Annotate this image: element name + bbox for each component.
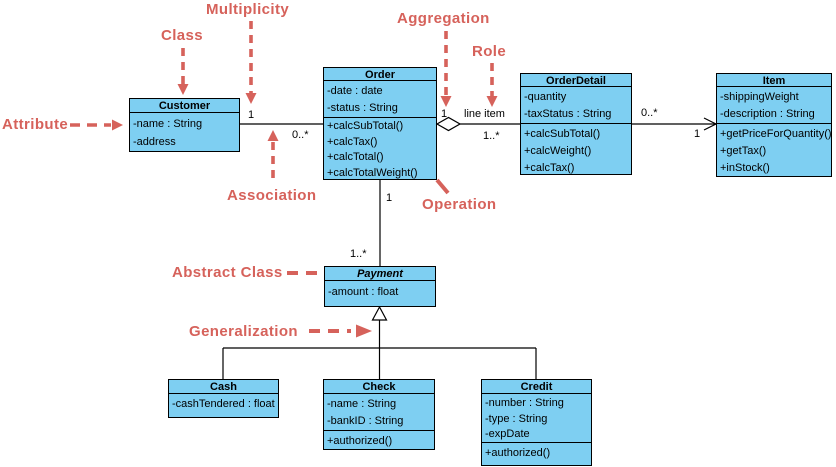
annotation-abstract-class: Abstract Class [172, 264, 283, 281]
customer-class-name: Customer [130, 99, 239, 113]
orderdetail-class-name: OrderDetail [521, 74, 631, 87]
operation-annotation-arrow [435, 178, 450, 195]
customer-order-multiplicity-1: 1 [248, 109, 255, 121]
operation-row: +calcWeight() [524, 145, 592, 157]
attribute-row: -address [133, 136, 176, 148]
aggregation-multiplicity-1-many: 1..* [483, 130, 500, 142]
operation-row: +calcSubTotal() [327, 120, 404, 132]
cash-class-name: Cash [169, 380, 278, 394]
attribute-row: -name : String [327, 398, 397, 410]
class-customer: Customer -name : String -address [129, 98, 240, 152]
operation-row: +authorized() [327, 435, 393, 447]
operation-row: +getPriceForQuantity() [720, 128, 832, 140]
attribute-row: -status : String [327, 102, 398, 114]
class-order: Order -date : date -status : String +cal… [323, 67, 437, 180]
aggregation-arrowhead-icon [440, 96, 452, 107]
annotation-role: Role [472, 43, 507, 60]
attribute-row: -date : date [327, 85, 383, 97]
customer-order-multiplicity-0-many: 0..* [292, 129, 309, 141]
credit-class-name: Credit [482, 380, 591, 394]
order-class-name: Order [324, 68, 436, 81]
attribute-row: -bankID : String [327, 415, 404, 427]
aggregation-multiplicity-1: 1 [441, 108, 448, 120]
generalization-triangle-icon [371, 305, 388, 321]
attribute-row: -expDate [485, 428, 530, 440]
role-label: line item [464, 108, 505, 120]
association-arrowhead-icon [267, 130, 279, 141]
attribute-row: -quantity [524, 91, 567, 103]
operation-row: +calcTotalWeight() [327, 166, 418, 179]
generalization-arrowhead-icon [356, 324, 372, 338]
operation-row: +calcTax() [327, 135, 378, 148]
operation-row: +calcTotal() [327, 151, 384, 163]
attribute-row: -name : String [133, 118, 203, 130]
annotation-generalization: Generalization [189, 323, 298, 340]
operation-row: +getTax() [720, 145, 767, 157]
operation-row: +inStock() [720, 162, 770, 174]
payment-class-name: Payment [325, 267, 435, 281]
check-class-name: Check [324, 380, 434, 394]
annotation-association: Association [227, 187, 317, 204]
class-payment-abstract: Payment -amount : float [324, 266, 436, 307]
role-arrowhead-icon [486, 96, 498, 107]
operation-row: +calcSubTotal() [524, 128, 601, 140]
orderdetail-item-multiplicity-1: 1 [694, 128, 701, 140]
class-item: Item -shippingWeight -description : Stri… [716, 73, 832, 177]
attribute-row: -amount : float [328, 286, 399, 298]
class-check: Check -name : String -bankID : String +a… [323, 379, 435, 450]
annotation-attribute: Attribute [2, 116, 69, 133]
attribute-row: -shippingWeight [720, 91, 799, 103]
attribute-arrowhead-icon [112, 119, 123, 131]
annotation-class: Class [161, 27, 204, 44]
order-payment-multiplicity-1-many: 1..* [350, 248, 367, 260]
attribute-row: -cashTendered : float [172, 398, 275, 410]
item-class-name: Item [717, 74, 831, 87]
attribute-row: -taxStatus : String [524, 108, 612, 120]
class-arrowhead-icon [177, 84, 189, 95]
orderdetail-item-multiplicity-0-many: 0..* [641, 107, 658, 119]
multiplicity-arrowhead-icon [245, 93, 257, 104]
attribute-row: -type : String [485, 412, 548, 425]
class-credit: Credit -number : String -type : String -… [481, 379, 592, 466]
class-cash: Cash -cashTendered : float [168, 379, 279, 418]
order-payment-multiplicity-1: 1 [386, 192, 393, 204]
annotation-aggregation: Aggregation [397, 10, 490, 27]
annotation-operation: Operation [422, 196, 497, 213]
attribute-row: -number : String [485, 397, 564, 409]
class-orderdetail: OrderDetail -quantity -taxStatus : Strin… [520, 73, 632, 175]
operation-row: +calcTax() [524, 162, 575, 174]
attribute-row: -description : String [720, 108, 815, 120]
operation-row: +authorized() [485, 447, 551, 459]
annotation-multiplicity: Multiplicity [206, 1, 290, 18]
